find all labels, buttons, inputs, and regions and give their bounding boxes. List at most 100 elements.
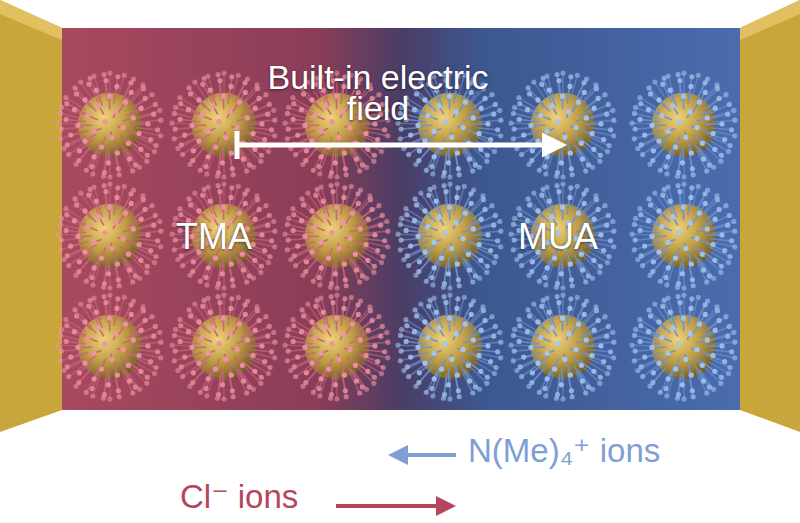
ligand-head <box>200 193 205 198</box>
ligand-head <box>263 314 268 319</box>
ligand-head <box>200 304 205 309</box>
ligand-head <box>272 244 277 249</box>
ligand-head <box>237 211 242 216</box>
ligand-head <box>252 369 257 374</box>
ligand-head <box>86 304 91 309</box>
ligand-head <box>68 355 73 360</box>
ligand-head <box>286 238 291 243</box>
ligand-head <box>189 123 194 128</box>
ligand-head <box>203 275 208 280</box>
ligand-head <box>64 323 69 328</box>
ligand-head <box>92 154 97 159</box>
ligand-head <box>208 88 213 93</box>
ligand-head <box>59 127 64 132</box>
ligand-head <box>153 213 158 218</box>
ligand-head <box>215 72 220 77</box>
ligand-head <box>303 158 308 163</box>
ligand-head <box>82 138 87 143</box>
ligand-head <box>74 202 79 207</box>
ligand-head <box>133 162 138 167</box>
ligand-head <box>259 343 264 348</box>
ligand-head <box>149 92 154 97</box>
ligand-head <box>116 277 121 282</box>
ligand-head <box>153 102 158 107</box>
ligand-head <box>299 196 304 201</box>
ligand-head <box>91 129 96 134</box>
ligand-head <box>179 364 184 369</box>
ligand-head <box>385 244 390 249</box>
ligand-head <box>231 283 236 288</box>
ligand-head <box>210 325 215 330</box>
ligand-head <box>204 393 209 398</box>
ligand-head <box>94 199 99 204</box>
ligand-head <box>91 351 96 356</box>
ligand-head <box>55 343 60 348</box>
ligand-head <box>205 351 210 356</box>
ligand <box>216 341 221 346</box>
ligand-head <box>206 265 211 270</box>
ligand-head <box>116 166 121 171</box>
ligand-head <box>334 205 339 210</box>
ligand-head <box>59 327 64 332</box>
ligand-head <box>221 174 226 179</box>
ligand-head <box>128 80 133 85</box>
ligand-head <box>172 333 177 338</box>
ligand-head <box>128 302 133 307</box>
ligand-head <box>231 172 236 177</box>
ligand-head <box>180 152 185 157</box>
ligand-head <box>242 302 247 307</box>
ligand-head <box>221 181 226 186</box>
ligand-head <box>253 217 258 222</box>
ligand-head <box>177 317 182 322</box>
ligand-head <box>282 232 287 237</box>
ligand-head <box>76 380 81 385</box>
ligand-head <box>75 345 80 350</box>
ligand-head <box>99 144 104 149</box>
ligand-head <box>115 372 120 377</box>
ligand-head <box>204 282 209 287</box>
ligand-head <box>336 135 341 140</box>
ligand-head <box>330 189 335 194</box>
ligand-head <box>84 279 89 284</box>
ligand-head <box>145 343 150 348</box>
ligand-head <box>158 133 163 138</box>
ligand-head <box>91 240 96 245</box>
ligand-head <box>319 265 324 270</box>
ligand-head <box>115 296 120 301</box>
ligand-head <box>96 214 101 219</box>
ligand-head <box>342 185 347 190</box>
ligand-head <box>271 330 276 335</box>
ligand-head <box>123 322 128 327</box>
ligand-head <box>215 183 220 188</box>
ligand-head <box>141 308 146 313</box>
ligand-head <box>295 133 300 138</box>
ligand-head <box>253 328 258 333</box>
ligand-head <box>55 121 60 126</box>
ligand-head <box>234 347 239 352</box>
ligand-head <box>192 301 197 306</box>
ligand-head <box>127 267 132 272</box>
ligand-head <box>86 193 91 198</box>
ligand-head <box>82 249 87 254</box>
ligand-head <box>72 329 77 334</box>
ligand-head <box>145 232 150 237</box>
ligand-head <box>85 224 90 229</box>
ligand-head <box>115 150 120 155</box>
ligand-head <box>203 386 208 391</box>
ligand-head <box>113 109 118 114</box>
ligand-head <box>172 111 177 116</box>
ligand-head <box>113 331 118 336</box>
ligand-head <box>309 208 314 213</box>
ligand-head <box>291 228 296 233</box>
ligand-head <box>114 195 119 200</box>
ligand-head <box>243 201 248 206</box>
ligand-head <box>63 95 68 100</box>
ligand-head <box>304 259 309 264</box>
ligand-head <box>295 244 300 249</box>
ligand-head <box>88 298 93 303</box>
ligand-head <box>379 260 384 265</box>
ligand-head <box>117 283 122 288</box>
ligand-head <box>101 294 106 299</box>
ligand-head <box>120 125 125 130</box>
ligand-head <box>78 190 83 195</box>
